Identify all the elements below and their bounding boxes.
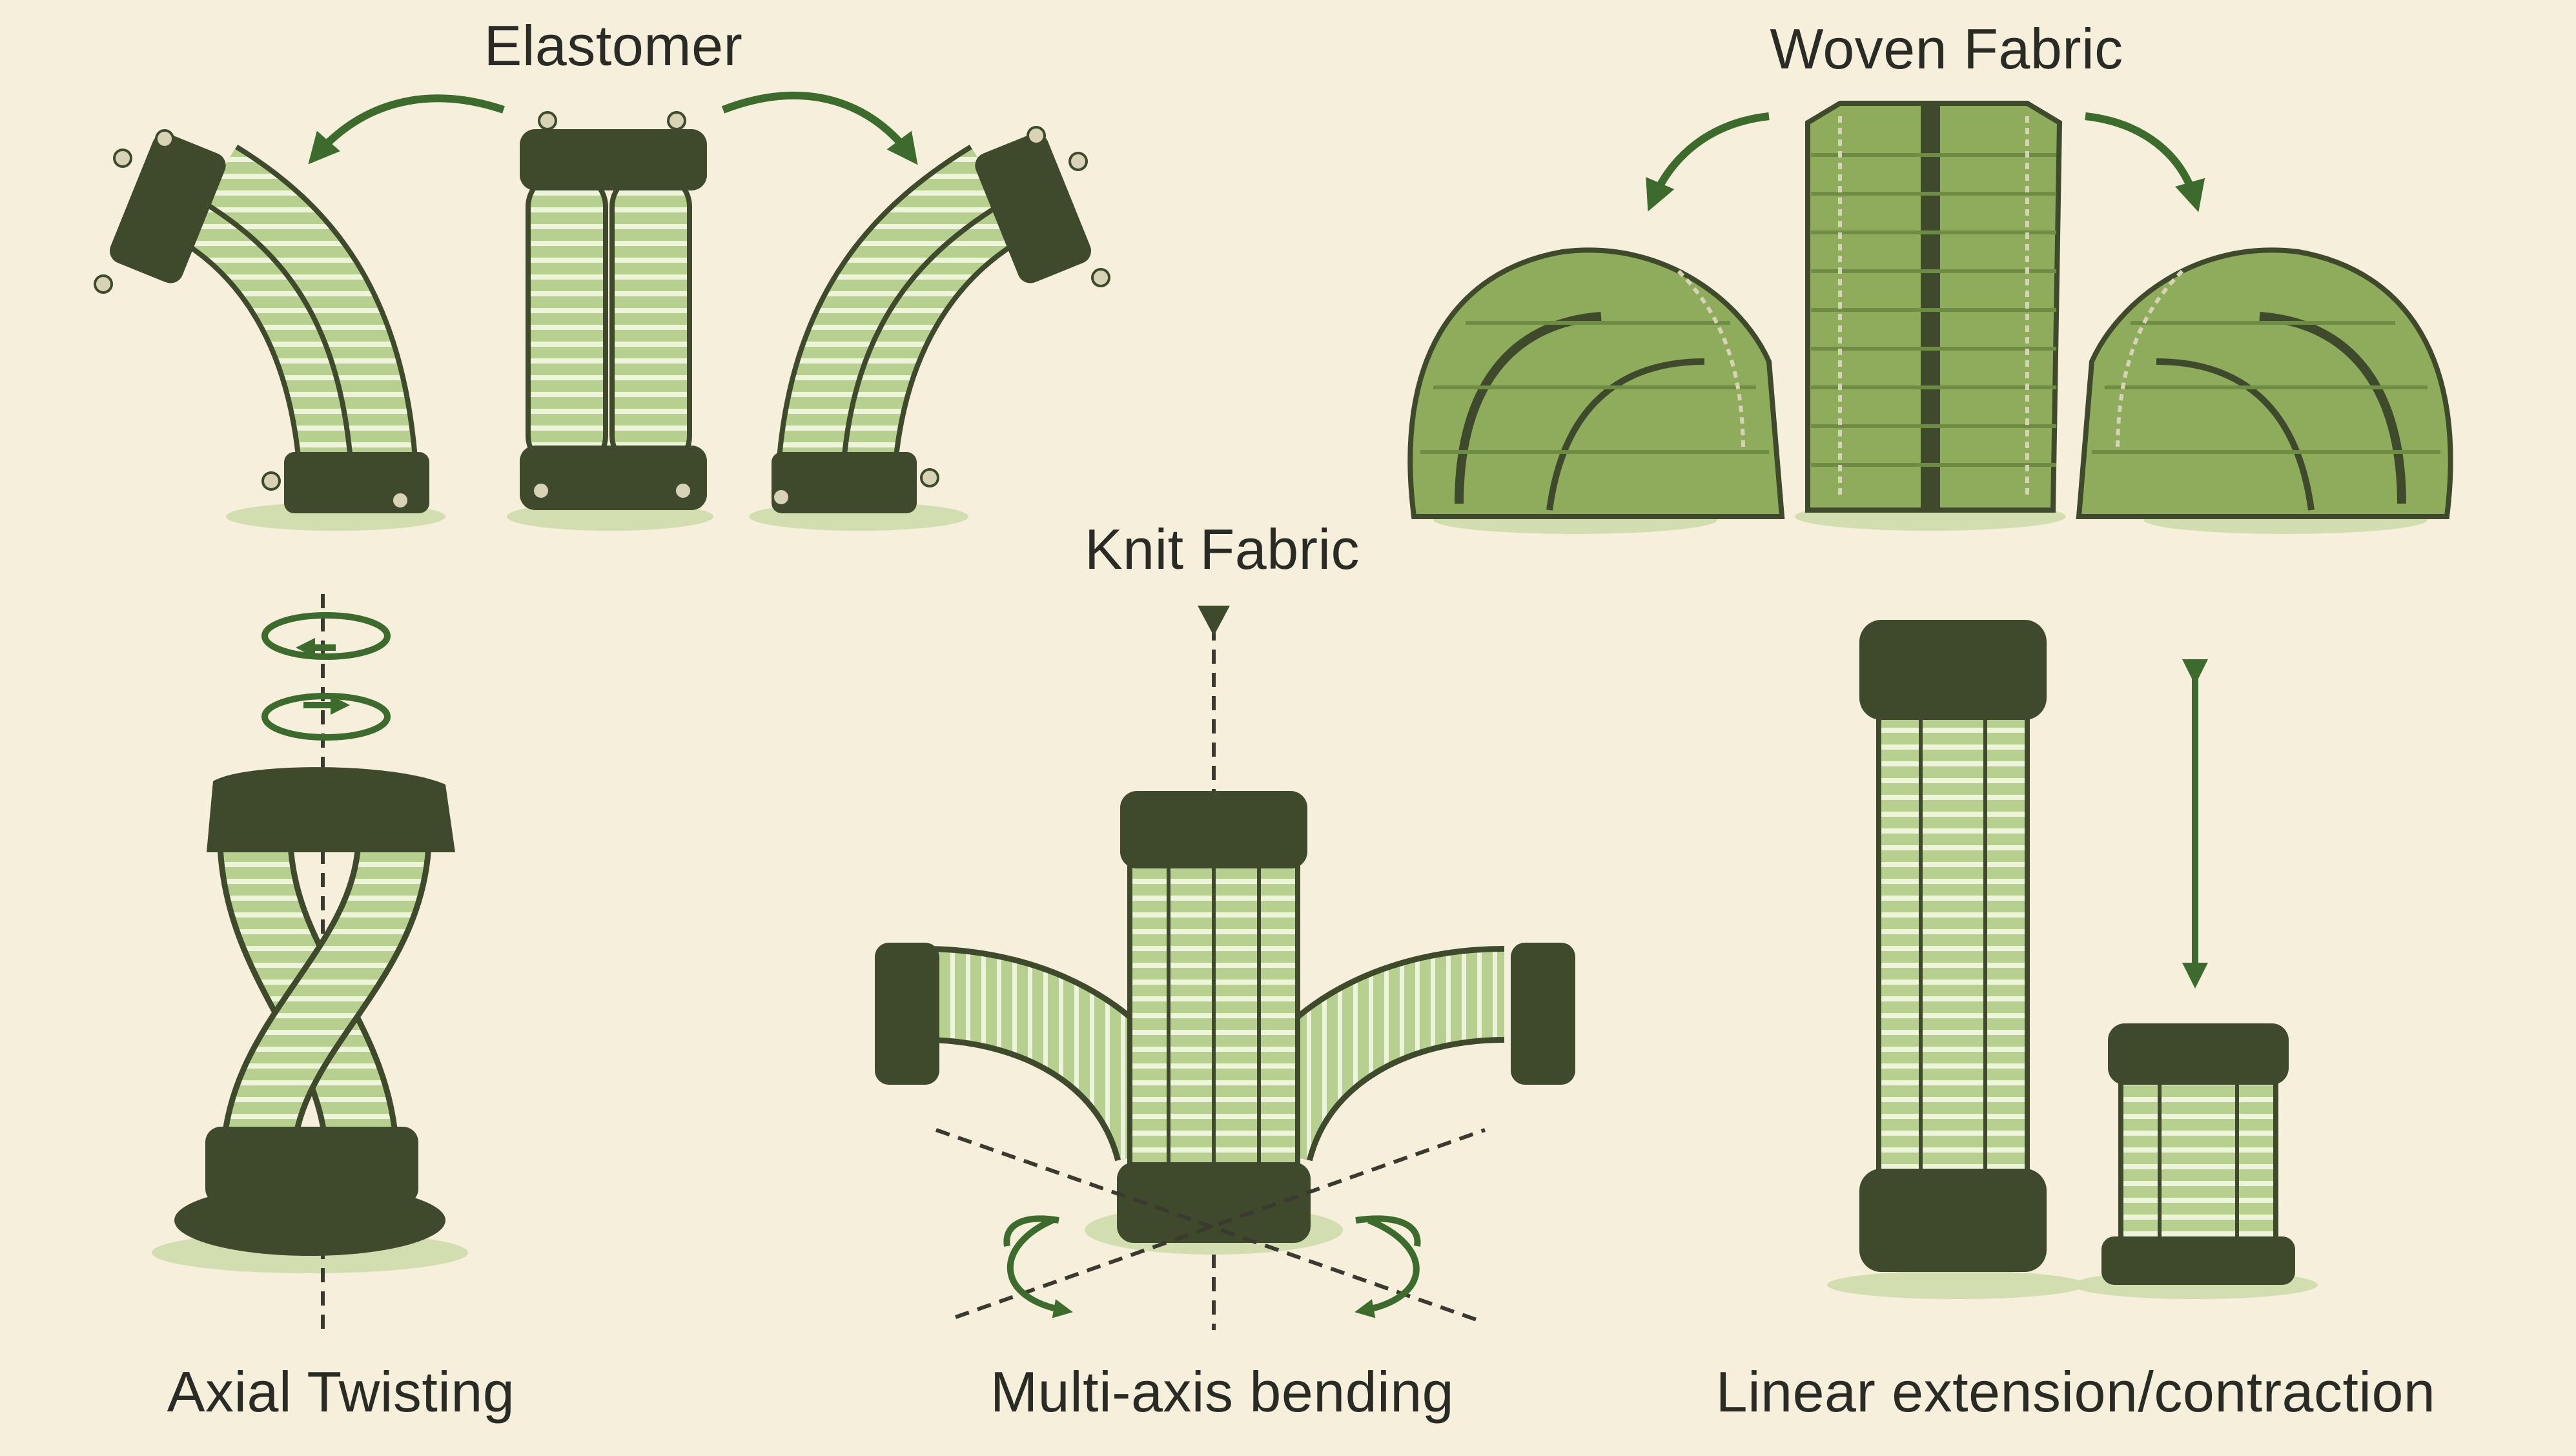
elastomer-arrow-right (721, 91, 918, 165)
woven-arrow-right (2085, 112, 2205, 212)
label-knit-fabric: Knit Fabric (1084, 517, 1360, 581)
label-axial-twisting: Axial Twisting (167, 1360, 515, 1424)
knit-fabric-group (875, 606, 1575, 1330)
axial-twisting-group (152, 594, 468, 1330)
woven-straight (1805, 101, 2063, 513)
elastomer-bent-left (94, 129, 429, 513)
elastomer-group (94, 91, 1110, 531)
elastomer-bent-right (772, 126, 1110, 513)
woven-arrow-left (1646, 112, 1770, 212)
label-elastomer: Elastomer (484, 14, 743, 77)
linear-contracted-actuator (2101, 1023, 2295, 1285)
linear-extension-group (1827, 620, 2318, 1299)
linear-tall-shadow (1827, 1271, 2085, 1299)
label-woven-fabric: Woven Fabric (1770, 17, 2123, 81)
woven-fabric-group (1407, 101, 2453, 534)
label-multi-axis-bending: Multi-axis bending (990, 1360, 1455, 1424)
linear-extended-actuator (1859, 620, 2047, 1272)
label-linear-extension: Linear extension/contraction (1715, 1360, 2436, 1424)
woven-bent-right (2076, 247, 2453, 519)
elastomer-arrow-left (308, 94, 505, 165)
woven-bent-left (1407, 247, 1785, 519)
knit-axis-arrowhead (1198, 606, 1230, 636)
elastomer-straight (520, 111, 707, 510)
